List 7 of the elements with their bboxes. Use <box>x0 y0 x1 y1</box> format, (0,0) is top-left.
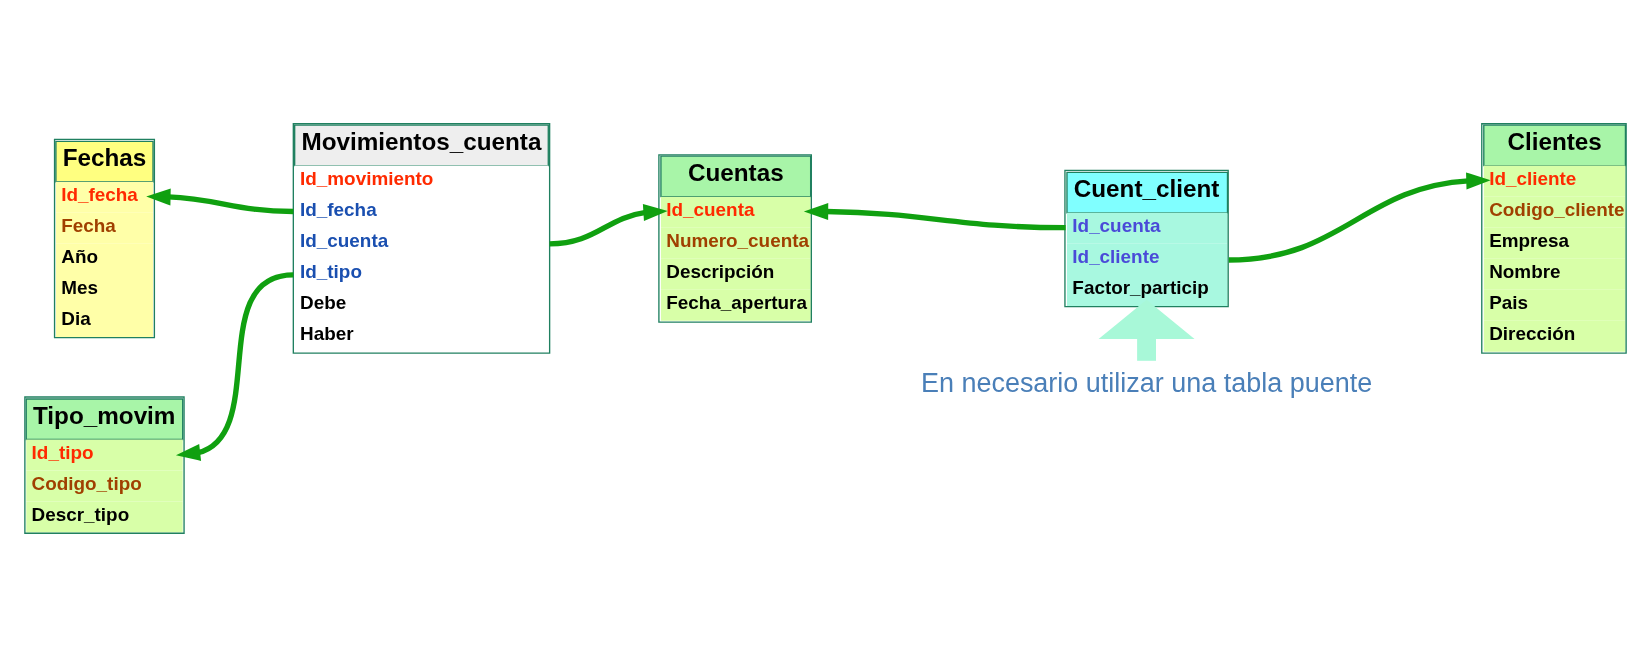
arrow <box>1228 172 1491 263</box>
arrow <box>803 203 1066 231</box>
arrow <box>1098 299 1195 361</box>
arrow <box>175 272 294 461</box>
arrow <box>549 203 668 247</box>
node-text: En necesario utilizar una tabla puente <box>920 368 1373 399</box>
arrow <box>146 188 294 215</box>
